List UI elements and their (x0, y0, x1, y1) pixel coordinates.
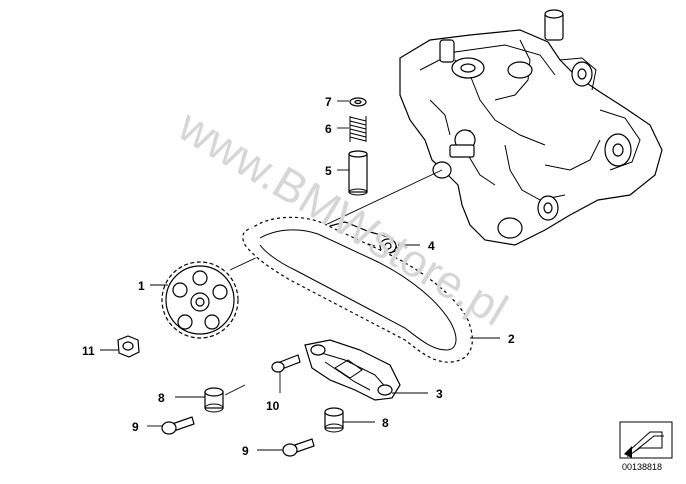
callout-5: 5 (325, 164, 332, 178)
bushing-part-right (324, 407, 344, 433)
arrow-icon (624, 431, 664, 458)
timing-chain-part (241, 216, 474, 364)
nut-part (117, 335, 140, 358)
callout-9-lower: 9 (242, 444, 249, 458)
leader-lines (100, 100, 500, 451)
callout-11: 11 (82, 344, 95, 358)
callout-labels: 7 6 5 4 1 2 11 3 8 10 9 8 9 (82, 95, 515, 458)
callout-10: 10 (266, 399, 280, 413)
sleeve-part (348, 150, 368, 196)
callout-3: 3 (436, 387, 443, 401)
bushing-part-left (204, 387, 224, 413)
bolt-part-9-lower (282, 438, 315, 457)
callout-6: 6 (325, 122, 332, 136)
bolt-part-10 (271, 354, 301, 373)
callout-1: 1 (138, 279, 145, 293)
callout-8-left: 8 (158, 391, 165, 405)
spring-part (349, 115, 367, 143)
callout-7: 7 (325, 95, 332, 109)
callout-2: 2 (508, 332, 515, 346)
sprocket-part (161, 261, 239, 339)
chain-tensioner-rail-part (304, 339, 401, 401)
bolt-part-9-upper (161, 416, 195, 435)
callout-9-upper: 9 (132, 420, 139, 434)
diagram-id-text: 00138818 (622, 462, 662, 472)
diagram-id-block: 00138818 (619, 421, 673, 472)
callout-8-right: 8 (382, 416, 389, 430)
callout-4: 4 (428, 239, 435, 253)
